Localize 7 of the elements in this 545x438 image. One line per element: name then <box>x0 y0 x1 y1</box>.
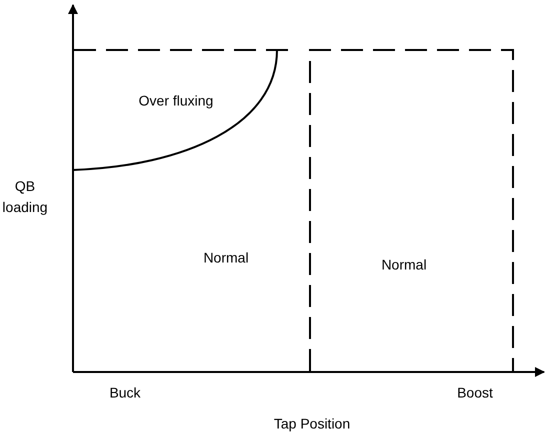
region-label: Normal <box>381 256 427 274</box>
region-label: Over fluxing <box>138 92 214 110</box>
axis-tick-label: Boost <box>457 384 493 402</box>
axis-label: Tap Position <box>274 414 350 434</box>
region-label: Normal <box>203 248 249 268</box>
axis-label: QB loading <box>1 177 49 217</box>
axis-tick-label: Buck <box>109 384 141 402</box>
